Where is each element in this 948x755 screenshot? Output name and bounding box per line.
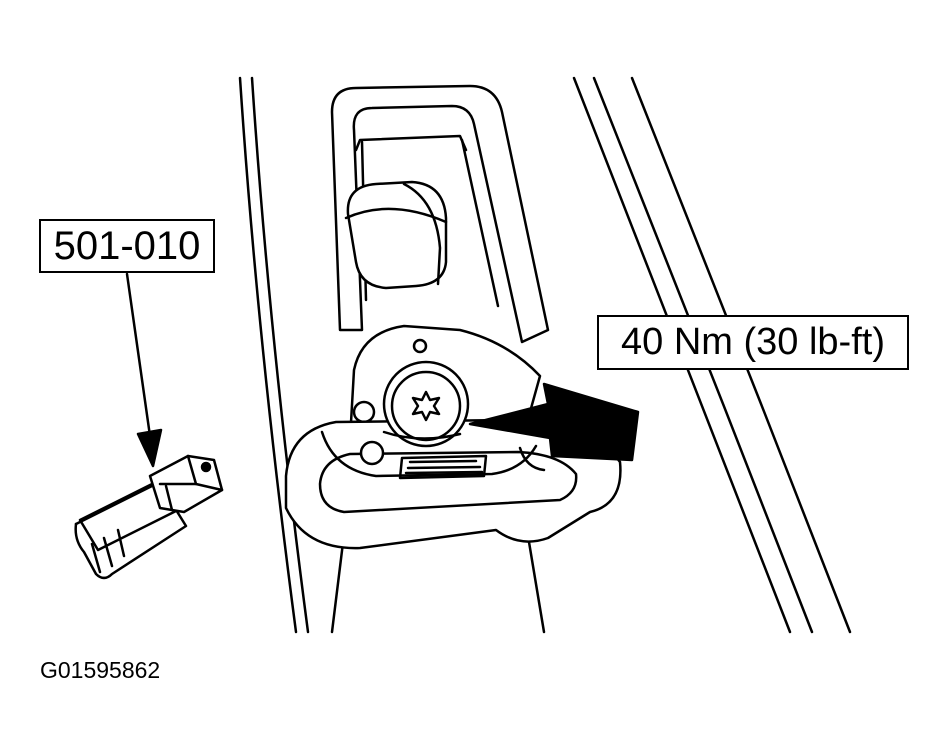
belt-loop [284,418,622,550]
torque-spec-callout: 40 Nm (30 lb-ft) [597,315,909,370]
torx-bit-socket-icon [74,454,224,580]
tool-leader-arrow [125,272,163,468]
torx-bolt-icon [382,360,470,448]
figure-id-label: G01595862 [40,657,161,683]
pillar-trim-left [238,76,310,634]
arrow-icon [468,382,640,462]
tool-number-callout: 501-010 [39,219,215,273]
adjuster-knob [344,180,448,290]
